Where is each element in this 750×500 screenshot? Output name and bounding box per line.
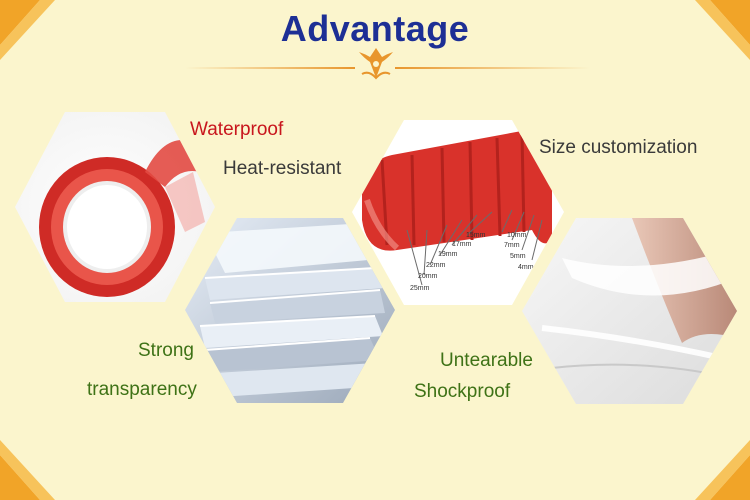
glass-sheets-image [185,218,395,403]
size-mark: 19mm [438,251,458,258]
size-mark: 20mm [418,273,438,280]
label-shockproof: Shockproof [414,381,511,402]
tape-roll-image [15,112,215,302]
size-mark: 25mm [410,285,430,292]
label-heat-resistant: Heat-resistant [223,158,342,179]
size-mark: 4mm [518,264,534,271]
size-mark: 17mm [452,241,472,248]
size-mark: 15mm [466,232,486,239]
label-untearable: Untearable [440,350,533,371]
page-title: Advantage [280,8,470,49]
size-mark: 22mm [426,262,446,269]
corner-ribbon-icon [0,440,55,500]
corner-ribbon-icon [695,0,750,60]
label-waterproof: Waterproof [190,119,284,140]
size-mark: 5mm [510,253,526,260]
size-mark: 7mm [504,242,520,249]
label-strong: Strong [138,340,194,361]
corner-ribbon-icon [0,0,55,60]
film-peel-image [522,218,737,404]
title-divider-right [395,67,590,69]
size-mark: 10mm [507,232,527,239]
label-transparency: transparency [87,379,197,400]
corner-ribbon-icon [695,440,750,500]
title-divider-left [185,67,355,69]
tape-sizes-image: 25mm 20mm 22mm 19mm 17mm 15mm 10mm 7mm 5… [352,120,564,305]
emblem-icon [359,48,393,80]
label-size-customization: Size customization [539,137,698,158]
